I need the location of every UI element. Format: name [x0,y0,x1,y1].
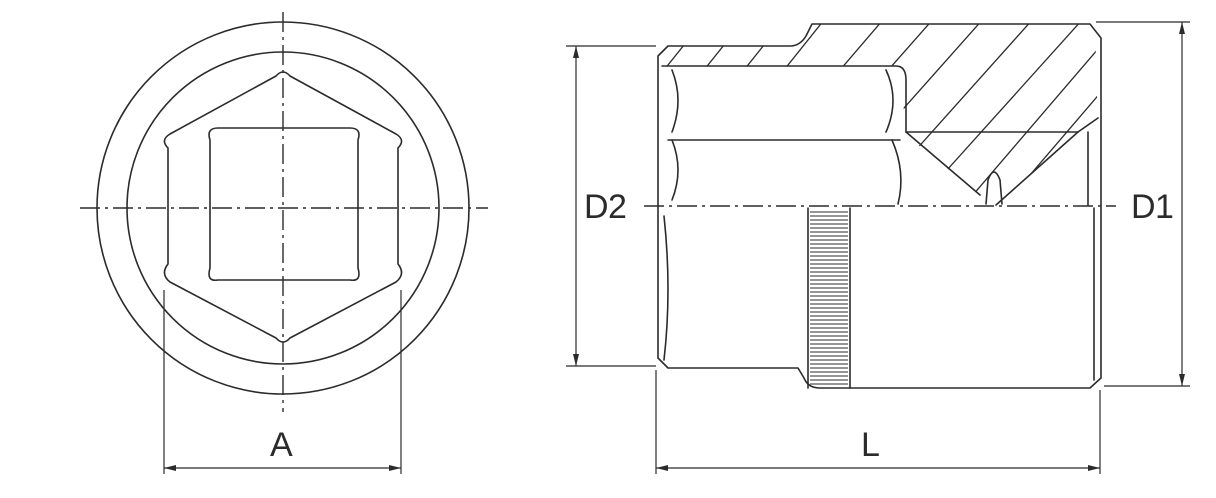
bore-chamfer-bottom [671,139,679,201]
rear-chamfer-line [1077,117,1099,133]
hex-socket-profile [163,71,403,343]
side-view [566,21,1190,474]
dim-d2-arrow-bottom [573,354,579,366]
front-chamfer-curve [663,215,669,361]
dim-l-label: L [861,426,880,464]
dim-d1-arrow-top [1179,22,1185,34]
dim-d1-arrow-bottom [1179,374,1185,386]
dim-d1-label: D1 [1131,188,1174,226]
section-hatch [660,24,1098,205]
knurl-pattern [810,211,848,385]
dim-d2-label: D2 [584,188,627,226]
cone-right-line [995,131,1079,206]
dim-a-arrow-left [164,465,176,471]
dim-l-arrow-left [656,465,668,471]
dim-a-arrow-right [389,465,401,471]
hex-corner-bottom [891,139,902,205]
front-view [80,12,488,474]
socket-outer-profile [657,23,1102,389]
detent-ball [985,171,1003,205]
dim-a-label: A [270,426,293,464]
bore-boundary [661,65,981,196]
dim-l-arrow-right [1088,465,1100,471]
dim-d2-arrow-top [573,46,579,58]
hex-corner-top [885,69,894,133]
square-drive-profile [208,127,360,282]
bore-chamfer-top [671,69,679,133]
